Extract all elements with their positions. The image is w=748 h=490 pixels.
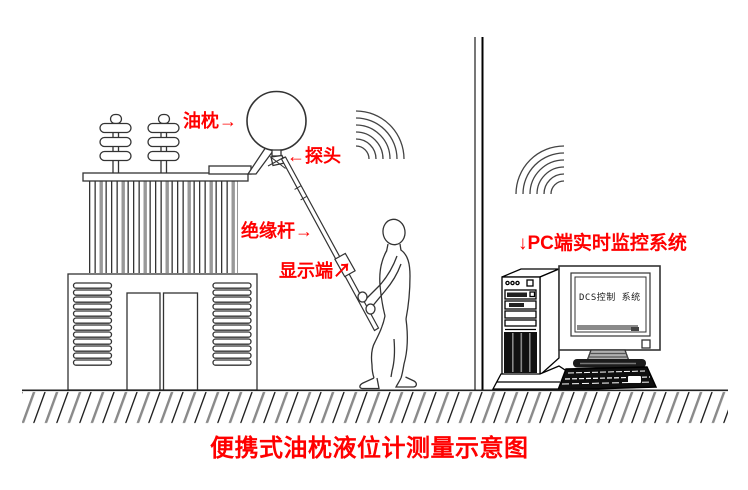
bushing-insulator (99, 113, 132, 175)
label-probe: ←探头 (287, 146, 341, 166)
wireless-signal-left-icon (355, 110, 405, 160)
monitor (558, 265, 661, 368)
bushing-insulator (147, 113, 180, 175)
label-pc-monitoring: ↓PC端实时监控系统 (518, 233, 687, 254)
sphere-support-ledge (208, 165, 252, 175)
display-unit (334, 252, 356, 278)
label-display-end: 显示端↗ (279, 261, 351, 281)
wall (474, 37, 484, 390)
ground (22, 389, 728, 424)
ground-hatch (22, 391, 728, 424)
transformer-top-plate (82, 172, 249, 182)
insulating-rod (280, 156, 380, 332)
person-hand (357, 291, 368, 303)
person-head (382, 218, 406, 246)
louver-vents-left (72, 282, 113, 366)
label-insulating-rod: 绝缘杆→ (241, 221, 313, 241)
transformer (67, 113, 274, 391)
oil-conservator-sphere (246, 90, 307, 152)
label-oil-pillow: 油枕→ (183, 111, 237, 131)
monitor-power-button (641, 339, 651, 349)
transformer-cabinet (67, 273, 258, 391)
monitor-screen (574, 276, 647, 333)
monitor-screen-text: DCS控制 系统 (579, 293, 641, 303)
person-hand (365, 303, 376, 315)
diagram-title: 便携式油枕液位计测量示意图 (210, 435, 529, 462)
wireless-signal-right-icon (515, 145, 565, 195)
person-arm (370, 263, 402, 309)
operator-person (357, 218, 417, 390)
sphere-support-strut (246, 146, 274, 175)
keyboard (556, 366, 658, 391)
radiator-fins (88, 181, 238, 273)
louver-vents-right (212, 282, 252, 366)
cabinet-door-right (162, 292, 199, 391)
cabinet-door-left (126, 292, 161, 391)
person-arm (363, 255, 398, 302)
computer-tower (491, 268, 569, 390)
